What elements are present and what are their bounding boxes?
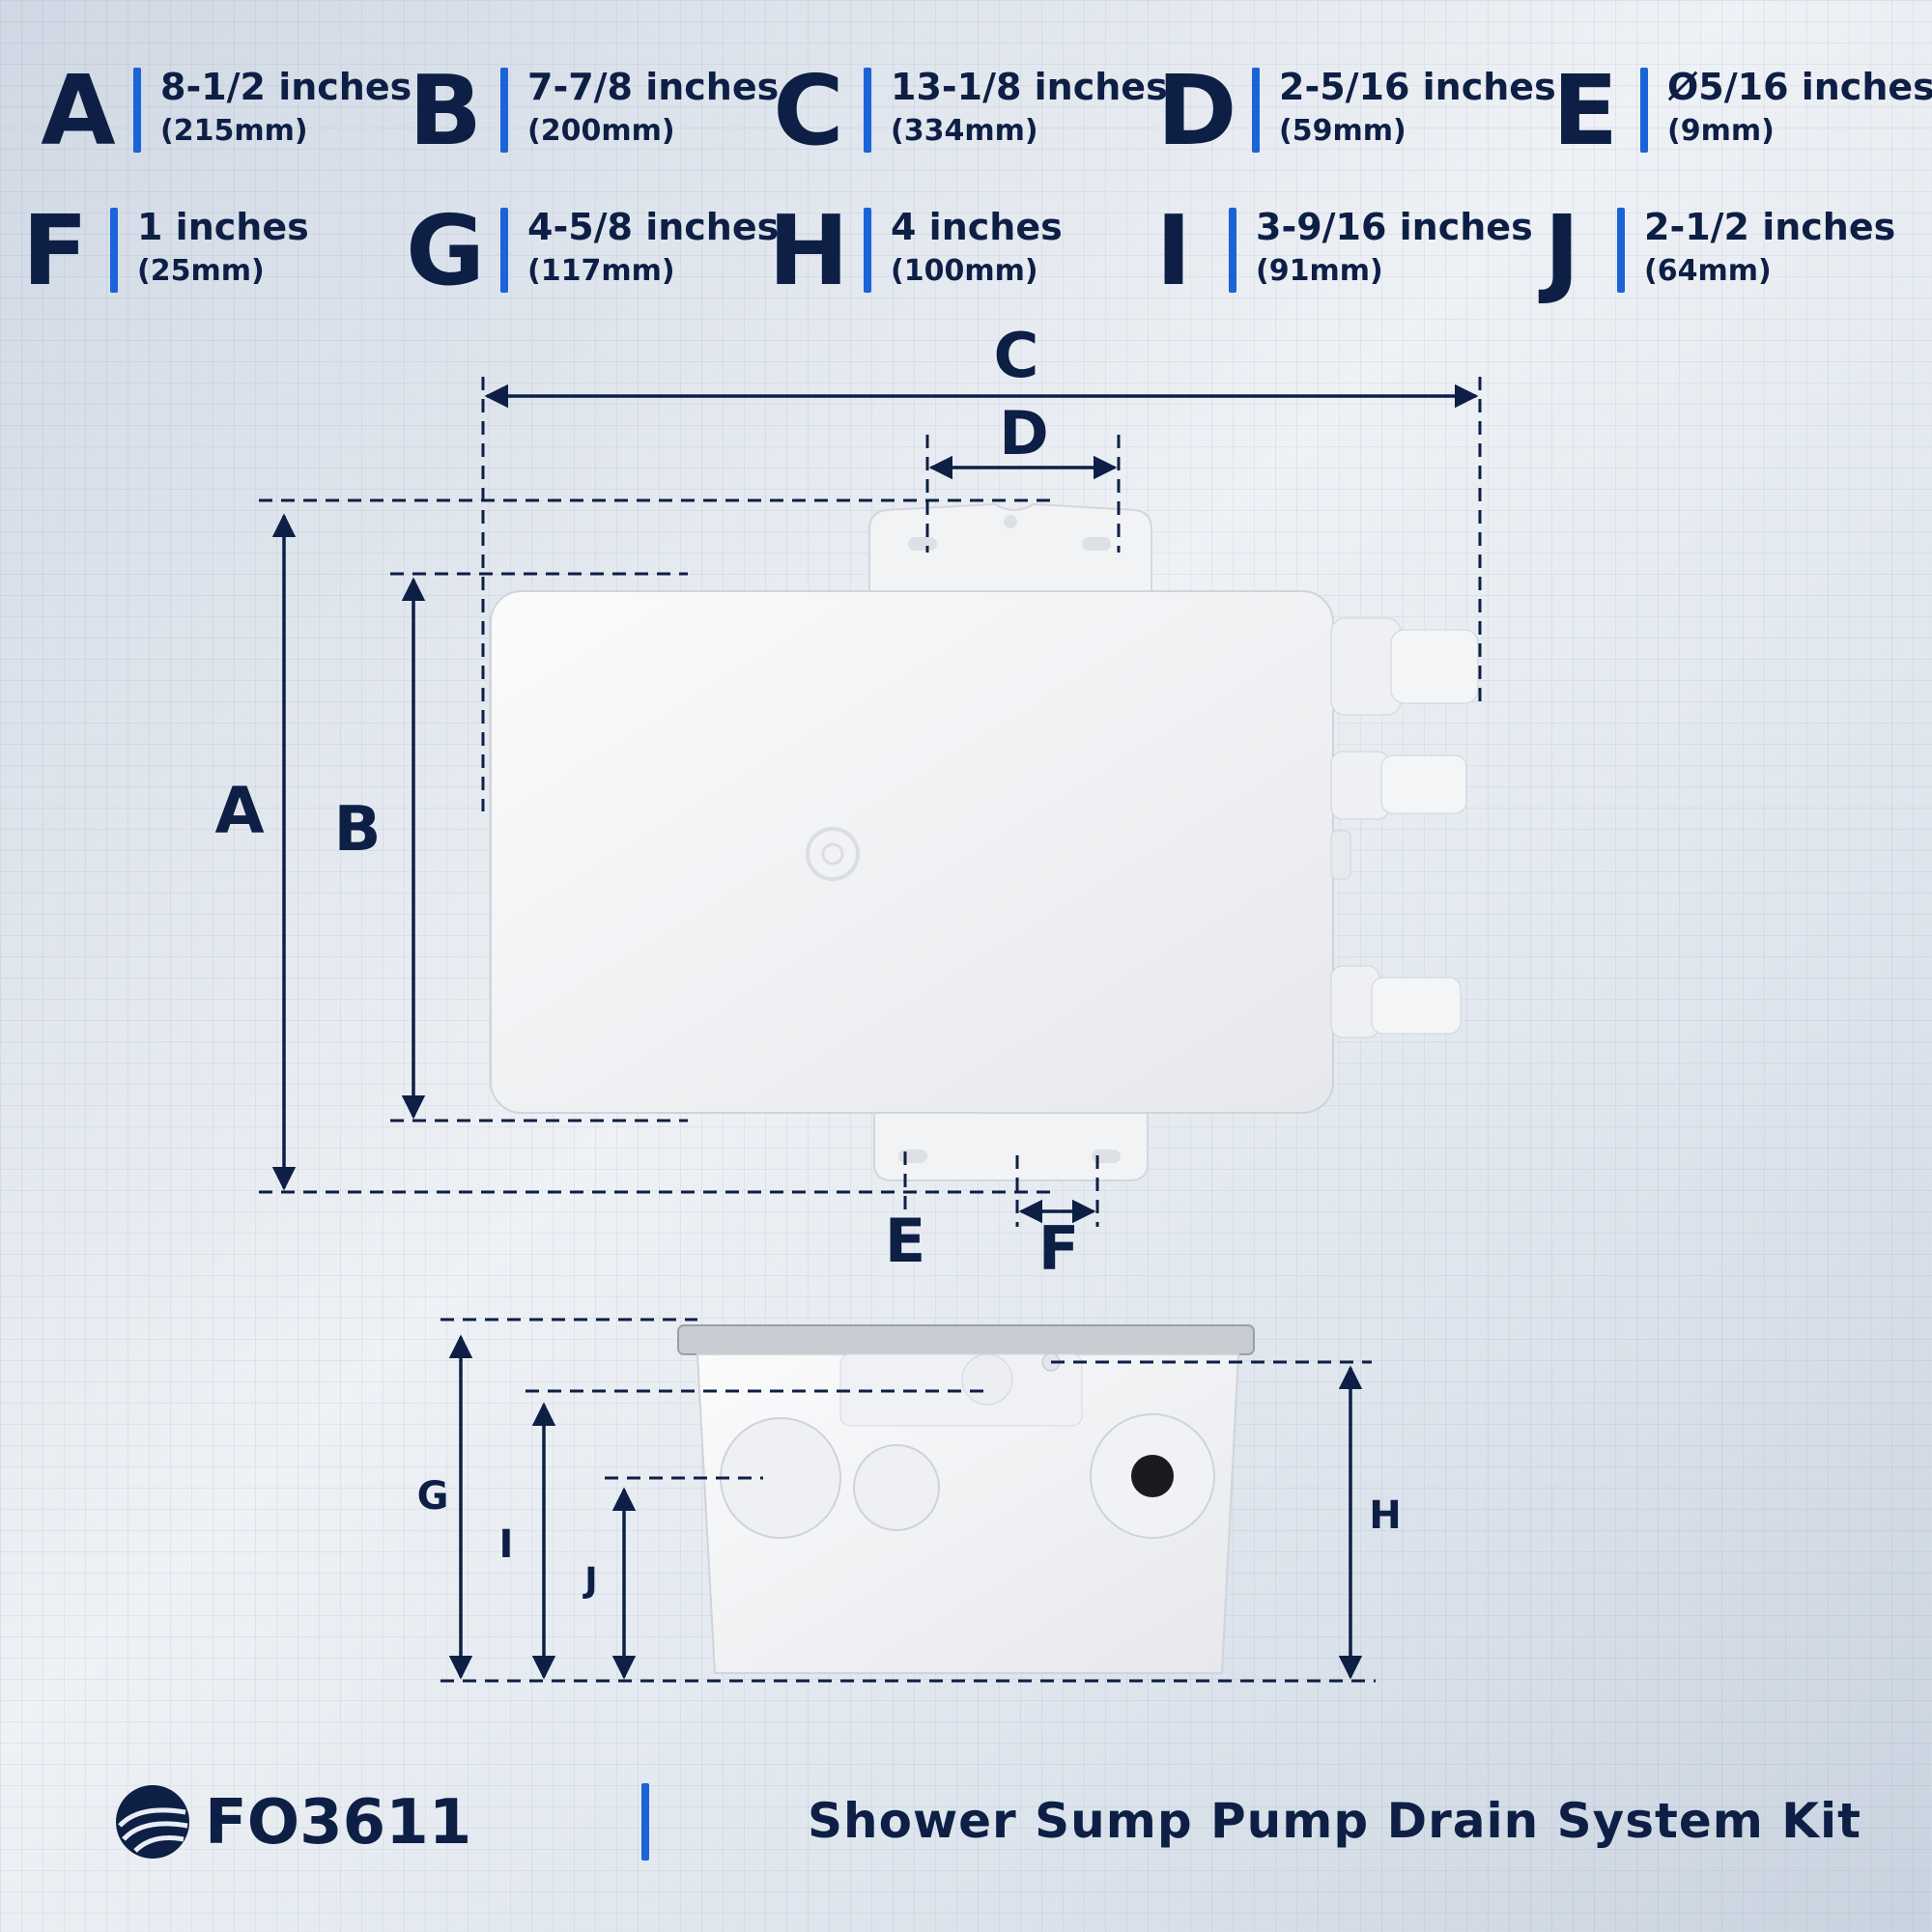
extension-lines-front xyxy=(440,1318,1376,1683)
extension-lines-top xyxy=(259,377,1482,1227)
label-b: B xyxy=(334,794,382,866)
spec-e: E Ø5/16 inches (9mm) xyxy=(1532,54,1932,167)
spec-inches: 4 inches xyxy=(891,206,1063,248)
spec-h: H 4 inches (100mm) xyxy=(755,198,1132,304)
spec-inches: 2-1/2 inches xyxy=(1644,206,1896,248)
spec-mm: (91mm) xyxy=(1256,254,1383,288)
spec-mm: (100mm) xyxy=(891,254,1038,288)
spec-mm: (64mm) xyxy=(1644,254,1772,288)
spec-mm: (215mm) xyxy=(160,114,308,148)
product-title: Shower Sump Pump Drain System Kit xyxy=(808,1793,1862,1849)
spec-letter: A xyxy=(41,54,116,167)
spec-b: B 7-7/8 inches (200mm) xyxy=(392,54,779,167)
spec-j: J 2-1/2 inches (64mm) xyxy=(1509,194,1895,307)
dimension-arrows-front xyxy=(448,1334,1363,1680)
spec-mm: (9mm) xyxy=(1667,114,1775,148)
spec-letter: J xyxy=(1544,194,1580,307)
label-g: G xyxy=(417,1474,449,1519)
spec-divider xyxy=(864,208,871,293)
spec-inches: 1 inches xyxy=(137,206,309,248)
label-i: I xyxy=(499,1522,514,1567)
product-top-view xyxy=(490,502,1479,1181)
spec-divider xyxy=(500,208,508,293)
label-h: H xyxy=(1369,1493,1401,1538)
product-front-view xyxy=(677,1324,1255,1674)
spec-inches: 13-1/8 inches xyxy=(891,66,1168,108)
product-code: FO3611 xyxy=(205,1787,472,1859)
dimension-arrows-top xyxy=(271,384,1479,1224)
spec-mm: (117mm) xyxy=(527,254,675,288)
spec-inches: 7-7/8 inches xyxy=(527,66,780,108)
spec-divider xyxy=(1617,208,1625,293)
spec-letter: C xyxy=(773,54,844,167)
spec-mm: (25mm) xyxy=(137,254,265,288)
label-f: F xyxy=(1038,1213,1079,1284)
spec-divider xyxy=(500,68,508,153)
spec-inches: Ø5/16 inches xyxy=(1667,66,1932,108)
label-j: J xyxy=(582,1561,597,1601)
spec-g: G 4-5/8 inches (117mm) xyxy=(392,194,779,307)
label-d: D xyxy=(999,398,1048,469)
spec-d: D 2-5/16 inches (59mm) xyxy=(1144,54,1555,167)
spec-a: A 8-1/2 inches (215mm) xyxy=(25,54,412,167)
spec-mm: (59mm) xyxy=(1279,114,1406,148)
footer-divider xyxy=(641,1783,649,1861)
spec-divider xyxy=(1229,208,1236,293)
spec-mm: (200mm) xyxy=(527,114,675,148)
spec-inches: 4-5/8 inches xyxy=(527,206,780,248)
spec-divider xyxy=(110,208,118,293)
spec-letter: H xyxy=(768,194,849,307)
spec-letter: G xyxy=(405,194,486,307)
spec-letter: E xyxy=(1551,54,1619,167)
spec-divider xyxy=(133,68,141,153)
spec-letter: D xyxy=(1156,54,1237,167)
spec-i: I 3-9/16 inches (91mm) xyxy=(1121,194,1532,307)
spec-divider xyxy=(1640,68,1648,153)
spec-f: F 1 inches (25mm) xyxy=(2,198,379,304)
label-a: A xyxy=(214,774,264,848)
label-e: E xyxy=(885,1206,925,1276)
spec-divider xyxy=(864,68,871,153)
spec-c: C 13-1/8 inches (334mm) xyxy=(755,54,1167,167)
spec-mm: (334mm) xyxy=(891,114,1038,148)
spec-inches: 2-5/16 inches xyxy=(1279,66,1556,108)
spec-inches: 8-1/2 inches xyxy=(160,66,412,108)
spec-divider xyxy=(1252,68,1260,153)
spec-inches: 3-9/16 inches xyxy=(1256,206,1533,248)
label-c: C xyxy=(994,321,1039,392)
wave-globe-icon xyxy=(116,1785,189,1859)
spec-letter: I xyxy=(1155,194,1192,307)
spec-letter: F xyxy=(21,194,89,307)
spec-letter: B xyxy=(408,54,483,167)
